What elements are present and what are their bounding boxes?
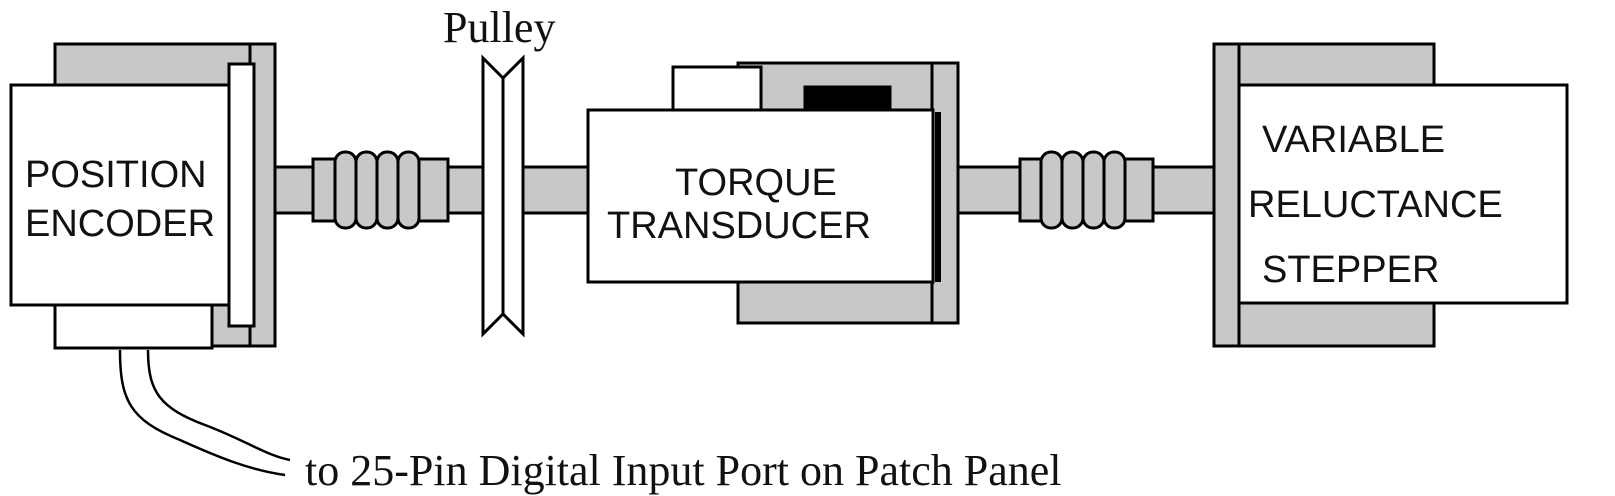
shaft-encoder-coupling	[273, 165, 317, 215]
encoder-connector	[53, 303, 214, 350]
stepper-label-line1: VARIABLE	[1262, 119, 1445, 161]
flexible-coupling-icon	[1018, 150, 1155, 230]
stepper-body	[1237, 83, 1569, 305]
encoder-label-line2: ENCODER	[25, 203, 215, 245]
transducer-top-block	[671, 65, 763, 113]
flexible-coupling-icon	[311, 150, 450, 230]
encoder-mounting-plate	[227, 62, 256, 328]
shaft-coupling-stepper	[1148, 165, 1218, 215]
stepper-motor	[1212, 42, 1569, 348]
position-encoder	[9, 42, 277, 350]
transducer-sensor-pad	[803, 85, 892, 111]
encoder-body	[9, 83, 233, 307]
stepper-label-line2: RELUCTANCE	[1248, 184, 1503, 226]
transducer-label-line1: TORQUE	[675, 162, 837, 204]
torque-transducer	[586, 61, 960, 325]
shaft-coupling-pulley	[443, 165, 487, 215]
stepper-label-line3: STEPPER	[1262, 249, 1439, 291]
cable-label: to 25-Pin Digital Input Port on Patch Pa…	[305, 446, 1062, 495]
transducer-body	[586, 108, 935, 284]
transducer-label-line2: TRANSDUCER	[607, 205, 871, 247]
shaft-pulley-transducer	[520, 165, 594, 215]
pulley-label: Pulley	[443, 3, 555, 52]
pulley-icon	[481, 54, 525, 338]
shaft-transducer-coupling	[956, 165, 1025, 215]
cable-icon	[118, 349, 291, 477]
shafts	[273, 165, 1218, 215]
encoder-label-line1: POSITION	[25, 154, 207, 196]
